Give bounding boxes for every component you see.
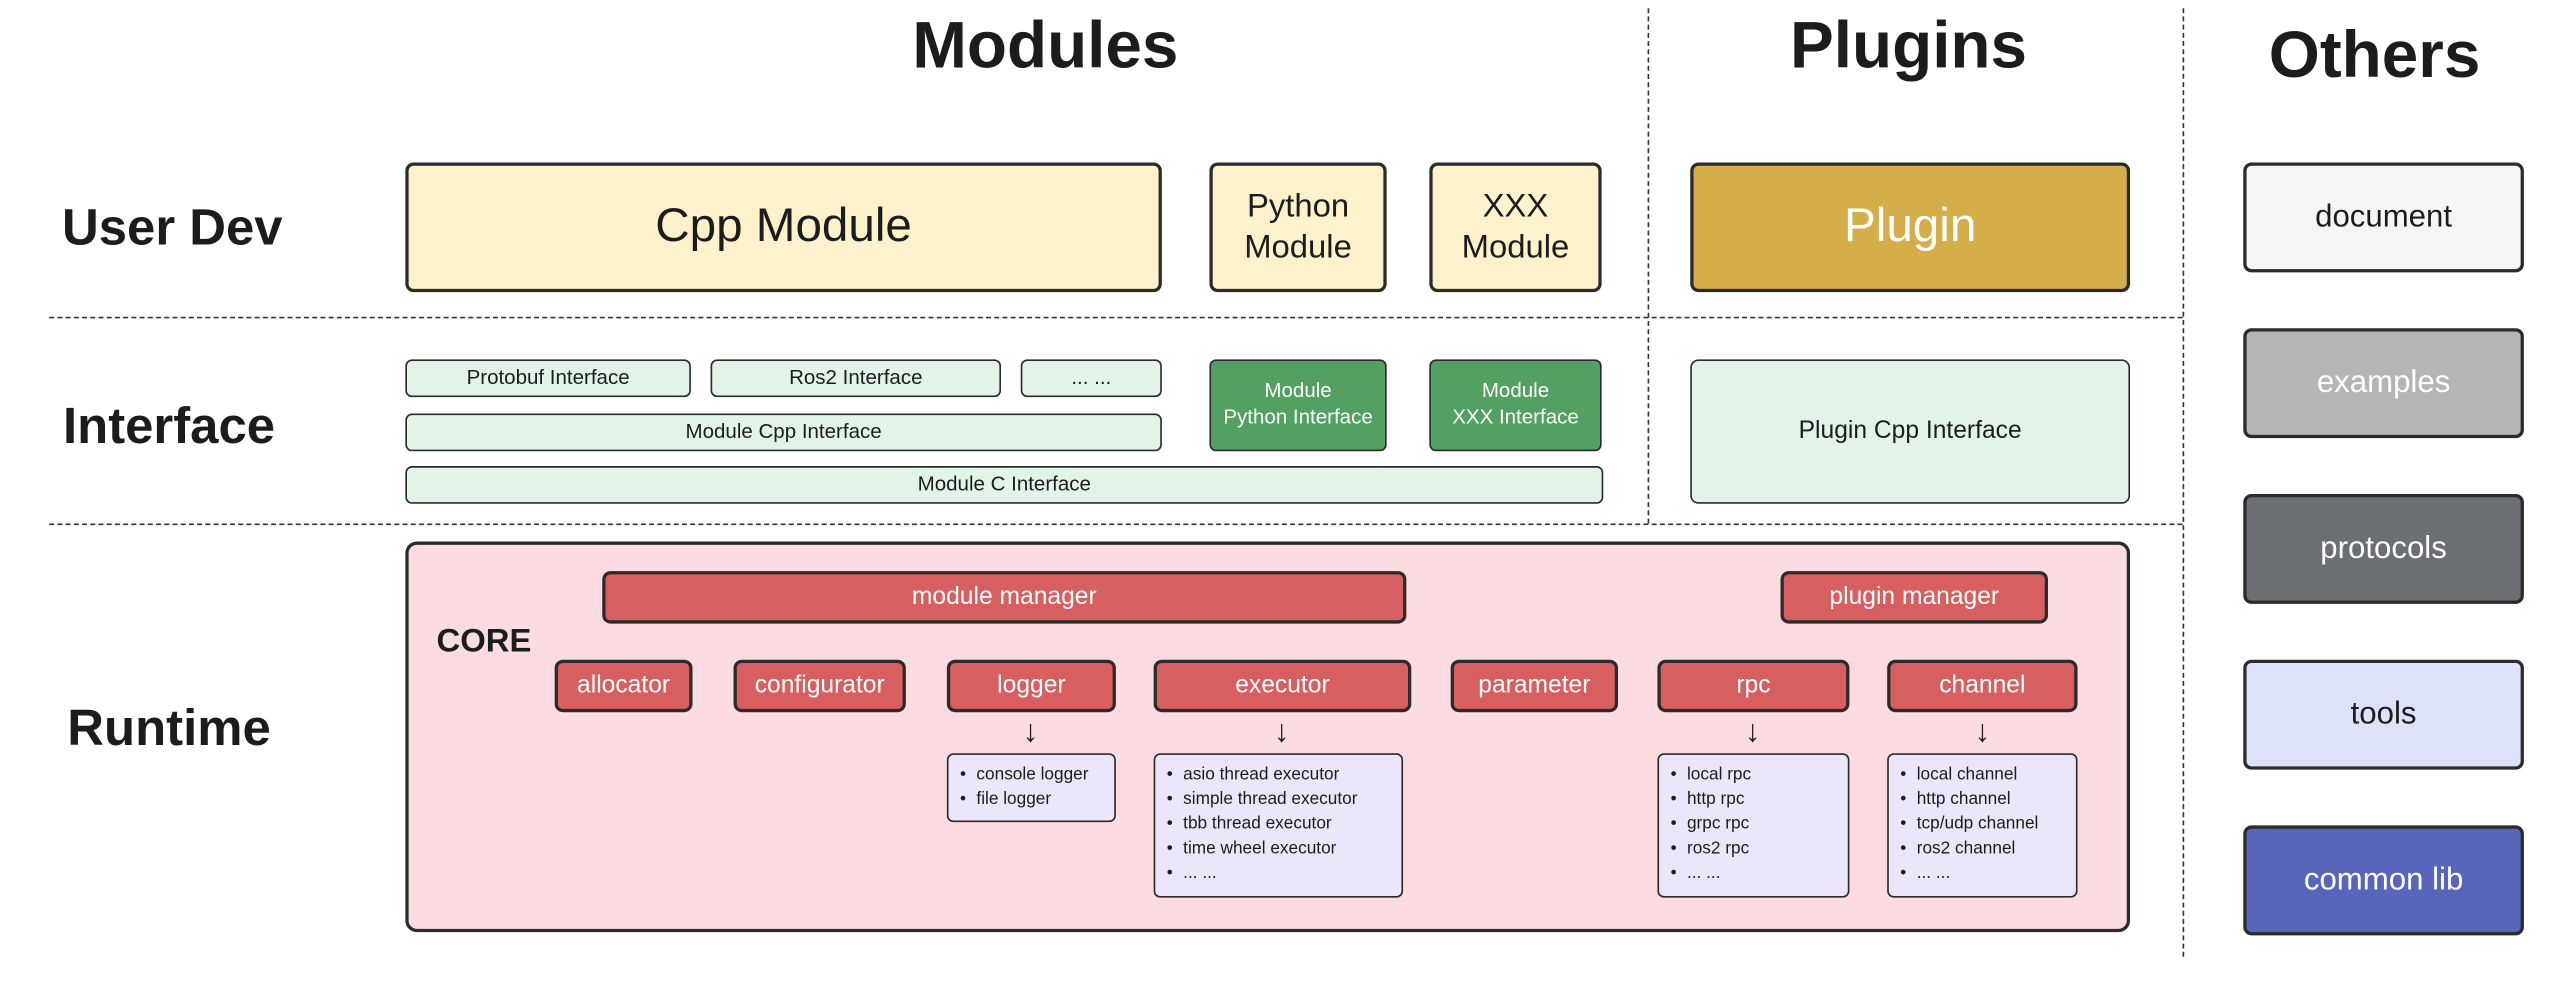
allocator-box: allocator — [554, 659, 693, 713]
list-item: file logger — [960, 788, 1088, 812]
rpc-box: rpc — [1657, 659, 1850, 713]
ros2-interface-box: Ros2 Interface — [710, 359, 1002, 398]
ellipsis-interface-box: ... ... — [1020, 359, 1162, 398]
list-item: tbb thread executor — [1167, 812, 1357, 836]
others-protocols-box: protocols — [2243, 493, 2524, 604]
list-item: ros2 channel — [1900, 836, 2039, 860]
list-item: console logger — [960, 763, 1089, 787]
logger-implementations-list: console logger file logger — [946, 753, 1116, 823]
list-item: ... ... — [1167, 861, 1357, 885]
list-item: ... ... — [1671, 861, 1751, 885]
plugin-cpp-interface-box: Plugin Cpp Interface — [1690, 359, 2131, 504]
row-label-user-dev: User Dev — [62, 198, 283, 256]
list-item: local channel — [1900, 763, 2039, 787]
others-examples-box: examples — [2243, 328, 2524, 439]
list-item: simple thread executor — [1167, 788, 1358, 812]
divider-userdev-interface — [49, 316, 2183, 319]
others-common-lib-box: common lib — [2243, 825, 2524, 936]
list-item: local rpc — [1671, 763, 1752, 787]
others-column-title: Others — [2268, 19, 2481, 92]
configurator-box: configurator — [733, 659, 906, 713]
others-tools-box: tools — [2243, 659, 2524, 770]
row-label-interface: Interface — [62, 397, 276, 455]
list-item: asio thread executor — [1167, 763, 1357, 787]
module-xxx-interface-box: Module XXX Interface — [1429, 359, 1602, 452]
cpp-module-box: Cpp Module — [405, 162, 1162, 293]
divider-plugins-others — [2182, 8, 2185, 957]
module-python-interface-box: Module Python Interface — [1209, 359, 1387, 452]
divider-interface-runtime — [49, 523, 2183, 526]
plugin-box: Plugin — [1690, 162, 2131, 293]
modules-column-title: Modules — [912, 9, 1179, 83]
logger-box: logger — [946, 659, 1116, 713]
protobuf-interface-box: Protobuf Interface — [405, 359, 691, 398]
others-document-box: document — [2243, 162, 2524, 273]
divider-modules-plugins — [1647, 8, 1650, 524]
rpc-down-arrow-icon: ↓ — [1744, 715, 1761, 750]
xxx-module-box: XXX Module — [1429, 162, 1602, 293]
list-item: http rpc — [1671, 788, 1751, 812]
plugin-manager-box: plugin manager — [1780, 571, 2048, 624]
plugins-column-title: Plugins — [1789, 9, 2028, 83]
list-item: ... ... — [1900, 861, 2039, 885]
core-label: CORE — [436, 623, 532, 660]
module-cpp-interface-box: Module Cpp Interface — [405, 413, 1162, 452]
executor-implementations-list: asio thread executor simple thread execu… — [1153, 753, 1404, 898]
row-label-runtime: Runtime — [67, 699, 271, 757]
channel-box: channel — [1887, 659, 2078, 713]
list-item: tcp/udp channel — [1900, 812, 2038, 836]
executor-box: executor — [1153, 659, 1412, 713]
list-item: http channel — [1900, 788, 2039, 812]
channel-implementations-list: local channel http channel tcp/udp chann… — [1887, 753, 2078, 898]
python-module-box: Python Module — [1209, 162, 1387, 293]
list-item: time wheel executor — [1167, 836, 1357, 860]
module-c-interface-box: Module C Interface — [405, 466, 1604, 504]
executor-down-arrow-icon: ↓ — [1273, 715, 1290, 750]
parameter-box: parameter — [1450, 659, 1619, 713]
list-item: grpc rpc — [1671, 812, 1751, 836]
list-item: ros2 rpc — [1671, 836, 1751, 860]
rpc-implementations-list: local rpc http rpc grpc rpc ros2 rpc ...… — [1657, 753, 1850, 898]
channel-down-arrow-icon: ↓ — [1974, 715, 1991, 750]
module-manager-box: module manager — [602, 571, 1407, 624]
logger-down-arrow-icon: ↓ — [1022, 715, 1039, 750]
